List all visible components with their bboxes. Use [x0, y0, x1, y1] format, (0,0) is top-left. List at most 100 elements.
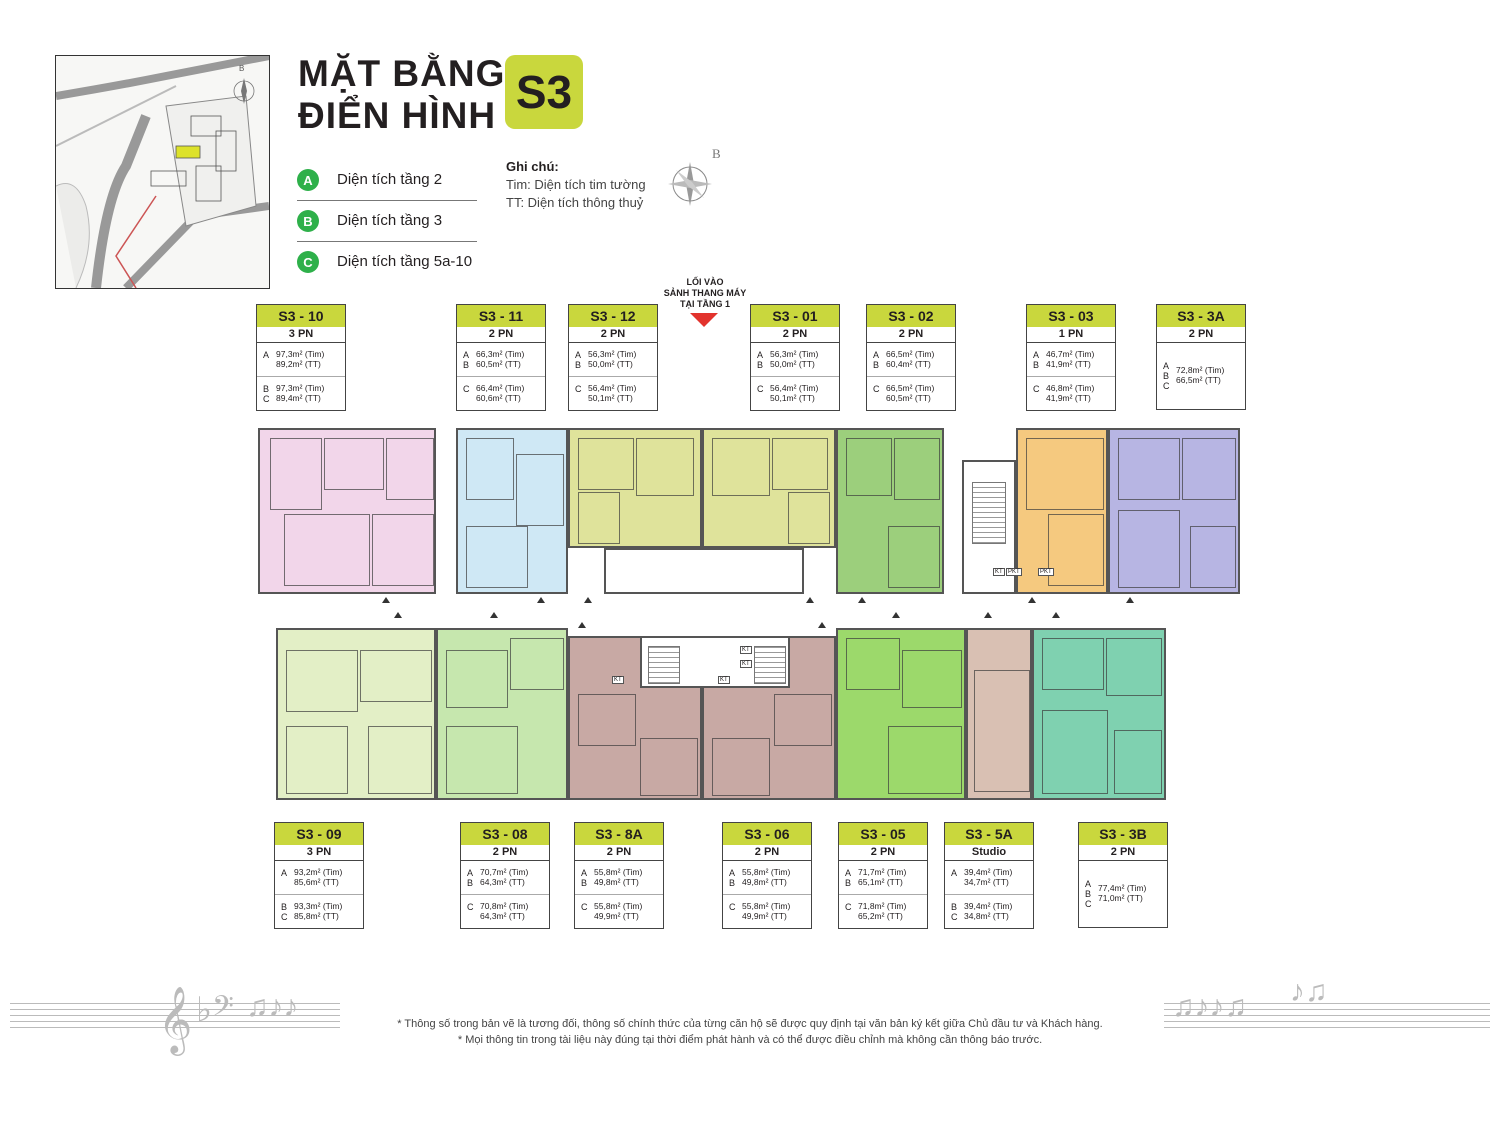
area-tt: 49,9m² (TT) [594, 911, 639, 921]
unit-bedrooms: 2 PN [751, 327, 839, 343]
music-notes-icon: ♫♪♪ [246, 990, 299, 1023]
unit-code: S3 - 8A [575, 823, 663, 845]
door-marker-icon [1026, 597, 1038, 609]
area-floor-letters: A B [729, 868, 736, 888]
area-tim: 55,8m² (Tim) [594, 901, 643, 911]
unit-s3-08-plan [436, 628, 568, 800]
unit-code: S3 - 3B [1079, 823, 1167, 845]
area-tt: 65,2m² (TT) [858, 911, 903, 921]
area-tim: 66,3m² (Tim) [476, 349, 525, 359]
area-tt: 49,9m² (TT) [742, 911, 787, 921]
legend-item-c: C Diện tích tầng 5a-10 [297, 242, 477, 282]
kt-label: KT [993, 568, 1005, 576]
area-floor-letters: A B [463, 350, 470, 370]
legend-circle-icon: A [297, 169, 319, 191]
disclaimer: * Thông số trong bản vẽ là tương đối, th… [330, 1016, 1170, 1048]
area-tim: 66,5m² (Tim) [886, 383, 935, 393]
unit-s3-3a-plan [1108, 428, 1240, 594]
area-tt: 85,8m² (TT) [294, 911, 339, 921]
area-tt: 65,1m² (TT) [858, 877, 903, 887]
area-floor-letters: C [845, 902, 852, 912]
area-tt: 66,5m² (TT) [1176, 375, 1221, 385]
area-tim: 46,7m² (Tim) [1046, 349, 1095, 359]
area-tt: 34,8m² (TT) [964, 911, 1009, 921]
kt-label: KT [740, 646, 752, 654]
unit-bedrooms: 2 PN [723, 845, 811, 861]
unit-s3-01-plan [702, 428, 836, 548]
area-tt: 89,2m² (TT) [276, 359, 321, 369]
area-tim: 55,8m² (Tim) [742, 901, 791, 911]
entrance-line3: TẠI TẦNG 1 [679, 299, 730, 309]
unit-code: S3 - 05 [839, 823, 927, 845]
notes-heading: Ghi chú: [506, 159, 559, 174]
area-tim: 77,4m² (Tim) [1098, 883, 1147, 893]
area-tt: 64,3m² (TT) [480, 911, 525, 921]
door-marker-icon [392, 612, 404, 624]
unit-bedrooms: 3 PN [257, 327, 345, 343]
elevator-core-bottom [640, 636, 790, 688]
area-tim: 66,4m² (Tim) [476, 383, 525, 393]
unit-code: S3 - 08 [461, 823, 549, 845]
area-floor-letters: C [575, 384, 582, 394]
area-tim: 71,7m² (Tim) [858, 867, 907, 877]
unit-bedrooms: 1 PN [1027, 327, 1115, 343]
area-tt: 60,6m² (TT) [476, 393, 521, 403]
area-floor-letters: A B [1033, 350, 1040, 370]
area-floor-letters: A B C [1163, 361, 1170, 391]
door-marker-icon [582, 597, 594, 609]
area-floor-letters: A [263, 350, 270, 360]
area-tt: 41,9m² (TT) [1046, 359, 1091, 369]
door-marker-icon [1124, 597, 1136, 609]
area-floor-letters: A B [845, 868, 852, 888]
unit-bedrooms: 2 PN [575, 845, 663, 861]
area-tim: 56,3m² (Tim) [770, 349, 819, 359]
door-marker-icon [576, 622, 588, 634]
notes-line1: Tim: Diện tích tim tường [506, 177, 646, 192]
door-marker-icon [380, 597, 392, 609]
elevator-core-top [604, 548, 804, 594]
area-floor-letters: B C [951, 902, 958, 922]
area-floor-letters: A B [575, 350, 582, 370]
area-tim: 56,4m² (Tim) [770, 383, 819, 393]
treble-clef-icon: 𝄞 [158, 985, 193, 1053]
unit-s3-09-plan [276, 628, 436, 800]
unit-code: S3 - 06 [723, 823, 811, 845]
page-title-line2: ĐIỂN HÌNH [298, 95, 497, 136]
unit-bedrooms: Studio [945, 845, 1033, 861]
area-tt: 64,3m² (TT) [480, 877, 525, 887]
area-tim: 70,7m² (Tim) [480, 867, 529, 877]
area-tt: 49,8m² (TT) [742, 877, 787, 887]
area-tt: 60,5m² (TT) [476, 359, 521, 369]
legend-item-a: A Diện tích tầng 2 [297, 160, 477, 201]
legend-label: Diện tích tầng 2 [337, 171, 443, 188]
unit-s3-03-plan [1016, 428, 1108, 594]
area-tt: 50,1m² (TT) [770, 393, 815, 403]
unit-bedrooms: 2 PN [867, 327, 955, 343]
unit-code: S3 - 3A [1157, 305, 1245, 327]
area-tim: 71,8m² (Tim) [858, 901, 907, 911]
music-staff-left [10, 1003, 340, 1029]
area-row: A B 66,3m² (Tim)60,5m² (TT) [457, 343, 545, 377]
site-map-drawing [56, 56, 269, 288]
area-tim: 39,4m² (Tim) [964, 867, 1013, 877]
unit-s3-5a-plan [966, 628, 1032, 800]
area-tim: 70,8m² (Tim) [480, 901, 529, 911]
area-tim: 56,4m² (Tim) [588, 383, 637, 393]
pkt-label: PKT [1038, 568, 1054, 576]
area-tt: 71,0m² (TT) [1098, 893, 1143, 903]
unit-bedrooms: 2 PN [1079, 845, 1167, 861]
unit-code: S3 - 09 [275, 823, 363, 845]
